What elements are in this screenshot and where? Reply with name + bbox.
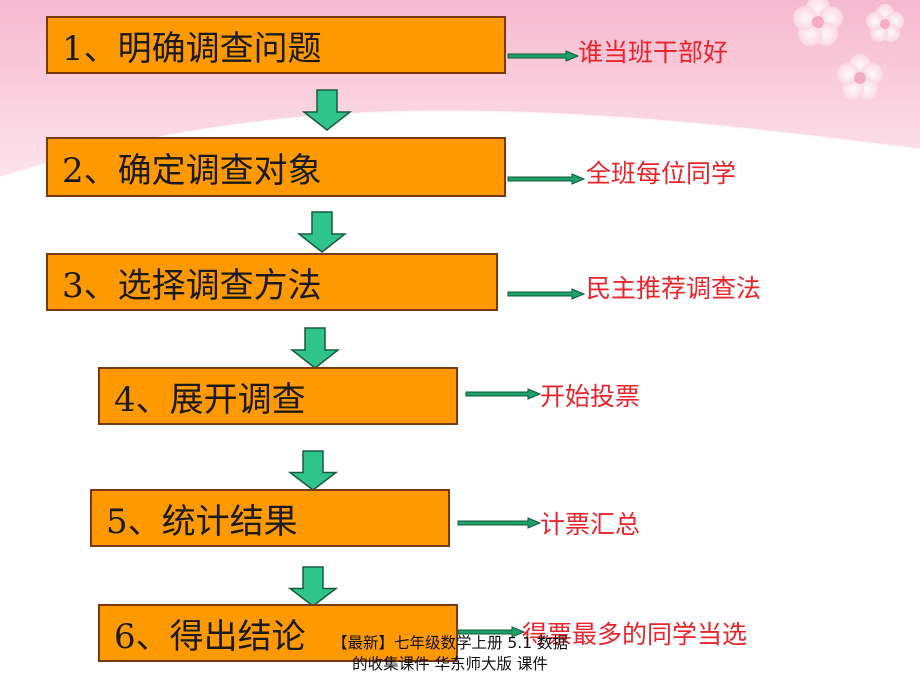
step-note: 谁当班干部好 [578, 38, 729, 67]
flower-decoration [793, 0, 904, 100]
step-box: 3、选择调查方法 [46, 253, 498, 311]
step-label: 2、确定调查对象 [62, 150, 322, 191]
step-label: 6、得出结论 [114, 616, 306, 657]
step-box: 1、明确调查问题 [46, 16, 506, 74]
step-box: 2、确定调查对象 [46, 137, 506, 197]
right-arrow [465, 388, 542, 400]
step-label: 4、展开调查 [114, 379, 306, 420]
right-arrow [507, 173, 586, 185]
right-arrow [457, 517, 542, 529]
down-arrow [289, 327, 341, 369]
step-note: 计票汇总 [540, 510, 641, 539]
right-arrow [507, 50, 580, 62]
step-note: 开始投票 [540, 382, 641, 411]
step-note: 全班每位同学 [586, 159, 737, 188]
step-box: 4、展开调查 [98, 367, 458, 425]
down-arrow [296, 211, 348, 253]
step-note: 得票最多的同学当选 [522, 620, 748, 649]
step-note: 民主推荐调查法 [586, 274, 762, 303]
step-box: 6、得出结论 [98, 604, 458, 662]
footer-line: 【最新】七年级数学上册 5.1 数据 [331, 634, 568, 652]
step-label: 5、统计结果 [106, 501, 298, 542]
right-arrow [457, 626, 526, 638]
down-arrow [287, 450, 339, 491]
footer-caption: 【最新】七年级数学上册 5.1 数据 的收集课件 华东师大版 课件 [330, 633, 570, 675]
down-arrow [301, 89, 353, 131]
down-arrow [287, 566, 339, 607]
step-label: 3、选择调查方法 [62, 265, 322, 306]
footer-line: 的收集课件 华东师大版 课件 [352, 655, 548, 673]
right-arrow [507, 288, 586, 300]
step-label: 1、明确调查问题 [62, 28, 322, 69]
step-box: 5、统计结果 [90, 489, 450, 547]
